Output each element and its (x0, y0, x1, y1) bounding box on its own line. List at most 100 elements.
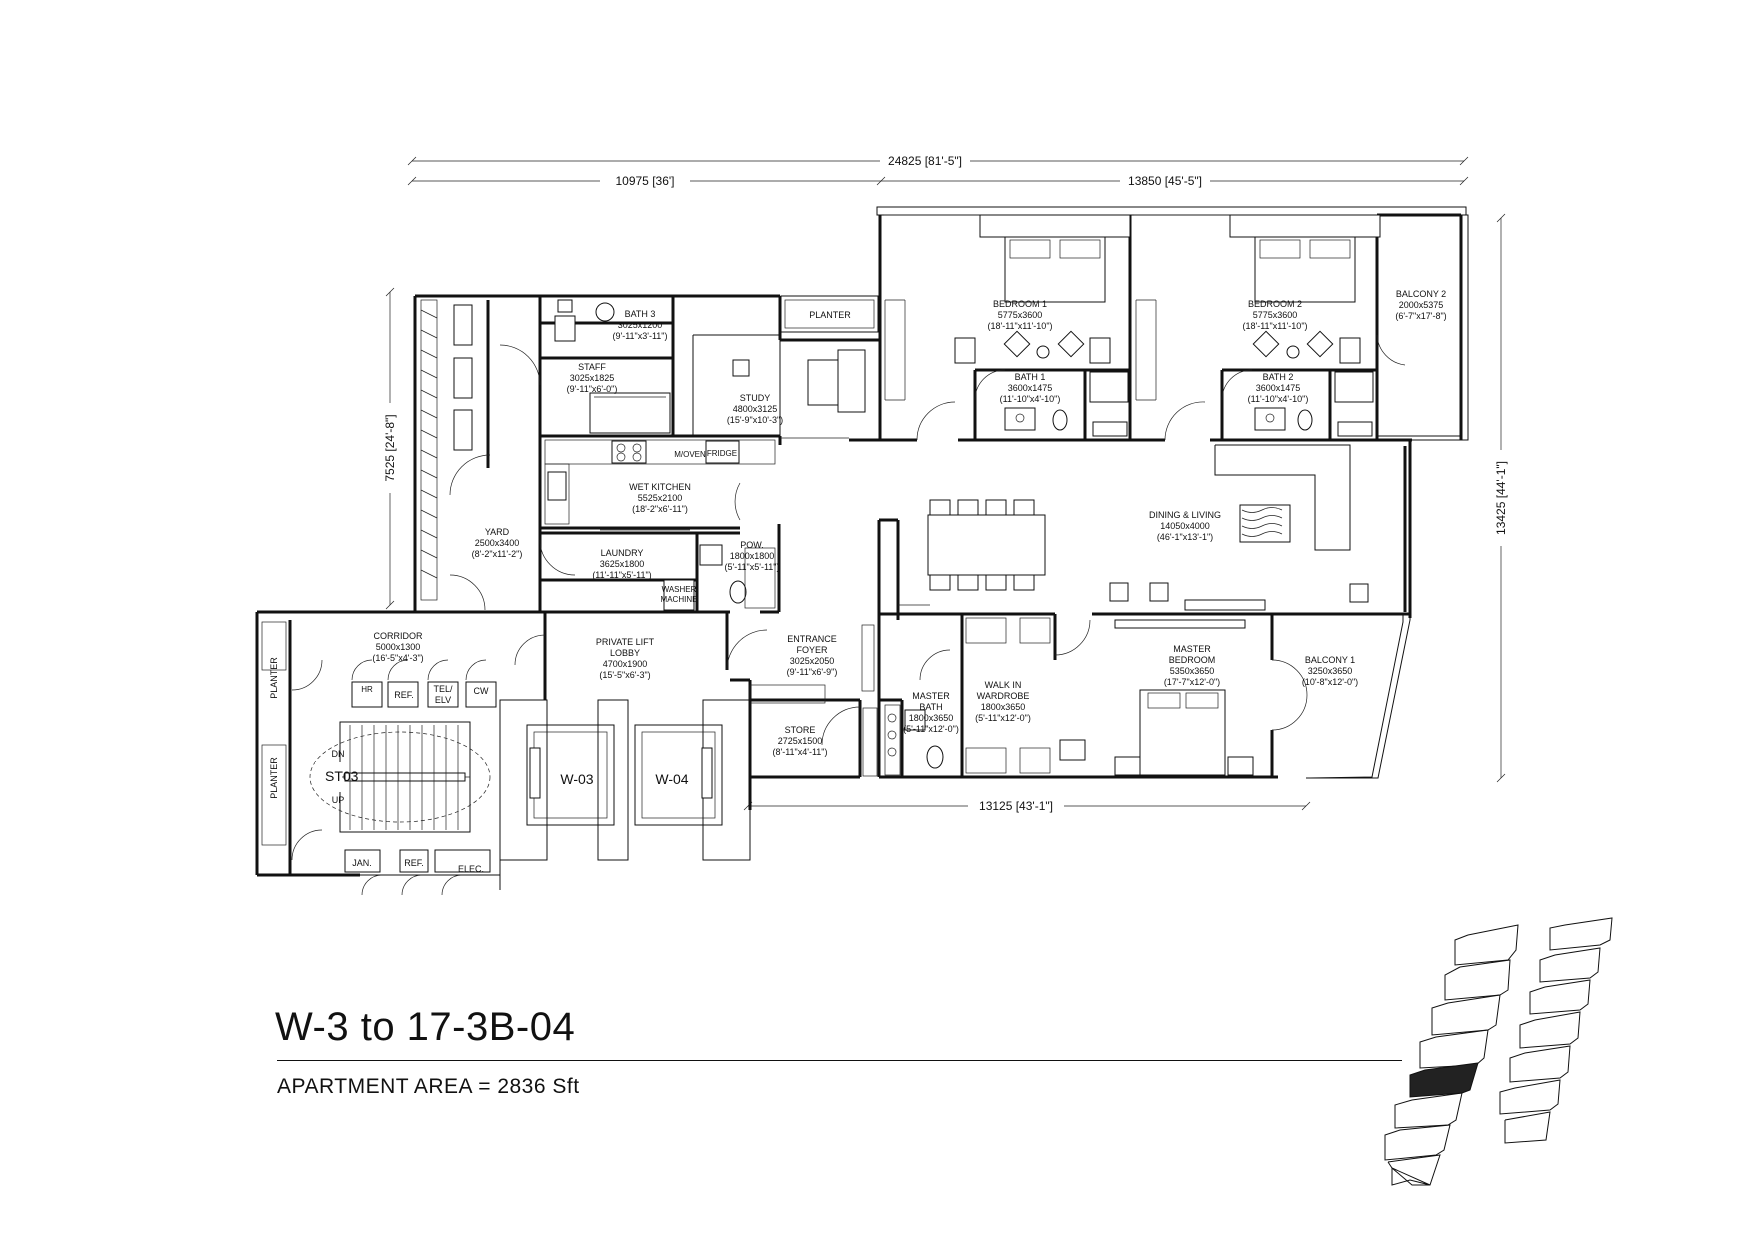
dim-left-width: 10975 [36'] (615, 174, 674, 188)
yard-size: 2500x3400 (475, 538, 520, 548)
laundry-name: LAUNDRY (601, 548, 644, 558)
bath2-name: BATH 2 (1263, 372, 1294, 382)
bedroom1-name: BEDROOM 1 (993, 299, 1047, 309)
planter-top: PLANTER (780, 295, 879, 333)
stair-core: PLANTER PLANTER ST03 DN UP HR REF. TEL/ … (261, 621, 546, 896)
dining-living-furniture: DINING & LIVING 14050x4000 (46'-1"x13'-1… (898, 444, 1369, 611)
lift-lobby-imperial: (15'-5"x6'-3") (599, 670, 650, 680)
planter-upper-label: PLANTER (269, 657, 279, 699)
entrance-foyer-name1: ENTRANCE (787, 634, 837, 644)
room-labels-upper: BEDROOM 1 5775x3600 (18'-11"x11'-10") BE… (987, 289, 1446, 404)
corridor-label: CORRIDOR 5000x1300 (16'-5"x4'-3") (372, 631, 423, 663)
bedroom1-furniture (954, 214, 1131, 364)
planter-lower-label: PLANTER (269, 757, 279, 799)
bedroom1-size: 5775x3600 (998, 310, 1043, 320)
bath3-size: 3025x1200 (618, 320, 663, 330)
master-bath-name2: BATH (919, 702, 942, 712)
bath3-imperial: (9'-11"x3'-11") (612, 331, 667, 341)
tel-elv-label-2: ELV (435, 695, 451, 705)
bedroom2-size: 5775x3600 (1253, 310, 1298, 320)
study-size: 4800x3125 (733, 404, 778, 414)
dim-right-depth: 13425 [44'-1"] (1494, 461, 1508, 535)
powder-size: 1800x1800 (730, 551, 775, 561)
bath1-imperial: (11'-10"x4'-10") (1000, 394, 1061, 404)
entrance-foyer-size: 3025x2050 (790, 656, 835, 666)
study-furniture (692, 334, 866, 439)
wardrobe-name2: WARDROBE (977, 691, 1030, 701)
yard-fixtures (420, 299, 541, 611)
lift-w04-label: W-04 (655, 771, 688, 787)
store-imperial: (8'-11"x4'-11") (772, 747, 827, 757)
master-bath-size: 1800x3650 (909, 713, 954, 723)
wet-kitchen-size: 5525x2100 (638, 493, 683, 503)
master-bedroom-name2: BEDROOM (1169, 655, 1216, 665)
room-labels-master: MASTER BEDROOM 5350x3650 (17'-7"x12'-0")… (903, 644, 1358, 734)
dim-bottom-width: 13125 [43'-1"] (979, 799, 1053, 813)
dim-right-width: 13850 [45'-5"] (1128, 174, 1202, 188)
wet-kitchen-name: WET KITCHEN (629, 482, 691, 492)
store-size: 2725x1500 (778, 736, 823, 746)
stair-dn: DN (332, 749, 345, 759)
stair-up: UP (332, 795, 345, 805)
balcony1-name: BALCONY 1 (1305, 655, 1355, 665)
bedroom2-name: BEDROOM 2 (1248, 299, 1302, 309)
unit-title: W-3 to 17-3B-04 (275, 1005, 576, 1049)
elec-label: ELEC. (458, 864, 484, 874)
master-bedroom-imperial: (17'-7"x12'-0") (1164, 677, 1220, 687)
corridor-imperial: (16'-5"x4'-3") (372, 653, 423, 663)
dimension-lines: 24825 [81'-5"] 10975 [36'] 13850 [45'-5"… (382, 152, 1509, 813)
stair-label: ST03 (325, 768, 359, 784)
wet-kitchen-imperial: (18'-2"x6'-11") (632, 504, 688, 514)
washer-label-2: MACHINE (661, 595, 698, 604)
entrance-foyer-name2: FOYER (796, 645, 828, 655)
lift-w03-label: W-03 (560, 771, 593, 787)
staff-name: STAFF (578, 362, 606, 372)
key-plan (1384, 917, 1613, 1186)
oven-label: M/OVEN (674, 450, 706, 459)
powder-name: POW. (740, 540, 764, 550)
ref-top-label: REF. (394, 690, 414, 700)
dining-living-imperial: (46'-1"x13'-1") (1157, 532, 1213, 542)
balcony2-imperial: (6'-7"x17'-8") (1395, 311, 1446, 321)
master-bath-name1: MASTER (912, 691, 950, 701)
laundry-imperial: (11'-11"x5'-11") (592, 570, 651, 580)
kitchen-fixtures: M/OVEN FRIDGE WASHER MACHINE (539, 439, 776, 611)
dining-living-name: DINING & LIVING (1149, 510, 1221, 520)
bath1-name: BATH 1 (1015, 372, 1046, 382)
tel-elv-label-1: TEL/ (433, 684, 453, 694)
bath2-size: 3600x1475 (1256, 383, 1301, 393)
entrance-foyer-imperial: (9'-11"x6'-9") (787, 667, 838, 677)
bath3-staff-fixtures (554, 299, 671, 434)
lift-lobby: W-03 W-04 PRIVATE LIFT LOBBY 4700x1900 (… (499, 637, 751, 861)
corridor-name: CORRIDOR (374, 631, 423, 641)
laundry-size: 3625x1800 (600, 559, 645, 569)
hr-label: HR (361, 685, 373, 694)
balcony1-size: 3250x3650 (1308, 666, 1353, 676)
balcony1-imperial: (10'-8"x12'-0") (1302, 677, 1358, 687)
ref-bottom-label: REF. (404, 858, 424, 868)
bath3-name: BATH 3 (625, 309, 656, 319)
master-suite-furniture (884, 617, 1308, 776)
room-labels-left: BATH 3 3025x1200 (9'-11"x3'-11") STAFF 3… (472, 309, 784, 559)
balcony2-name: BALCONY 2 (1396, 289, 1446, 299)
lift-lobby-size: 4700x1900 (603, 659, 648, 669)
fridge-label: FRIDGE (707, 449, 737, 458)
yard-imperial: (8'-2"x11'-2") (472, 549, 523, 559)
dim-overall-width: 24825 [81'-5"] (888, 154, 962, 168)
bath-fixtures (916, 334, 1406, 441)
bedroom2-furniture (1229, 214, 1381, 364)
dining-living-size: 14050x4000 (1160, 521, 1210, 531)
wardrobe-size: 1800x3650 (981, 702, 1026, 712)
jan-label: JAN. (352, 858, 372, 868)
master-bedroom-name1: MASTER (1173, 644, 1211, 654)
staff-size: 3025x1825 (570, 373, 615, 383)
dim-left-depth: 7525 [24'-8"] (383, 414, 397, 481)
store-name: STORE (785, 725, 816, 735)
bath1-size: 3600x1475 (1008, 383, 1053, 393)
staff-imperial: (9'-11"x6'-0") (567, 384, 618, 394)
foyer-store: ENTRANCE FOYER 3025x2050 (9'-11"x6'-9") … (726, 624, 878, 777)
master-bedroom-size: 5350x3650 (1170, 666, 1215, 676)
bedroom1-imperial: (18'-11"x11'-10") (987, 321, 1052, 331)
master-bath-imperial: (5'-11"x12'-0") (903, 724, 959, 734)
